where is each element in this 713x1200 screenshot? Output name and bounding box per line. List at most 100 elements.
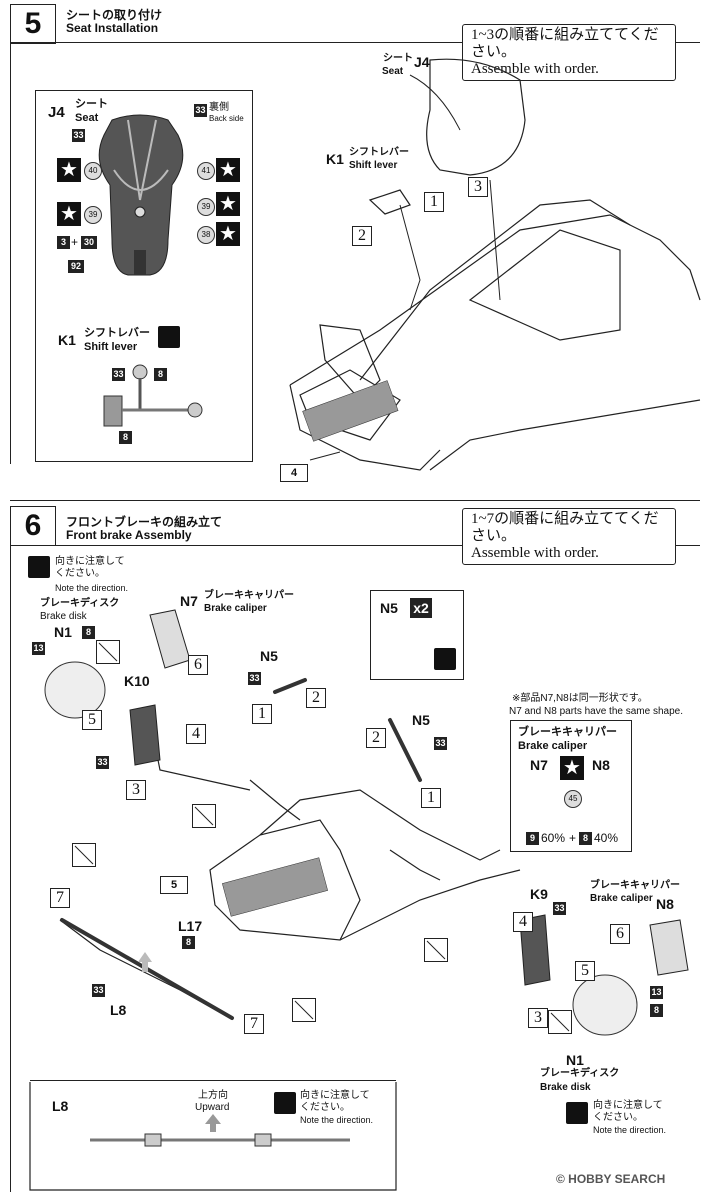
step-6-ref-5: 5 <box>160 876 188 894</box>
n5-right-num: 33 <box>434 737 447 750</box>
step-6-step-1-left: 1 <box>252 704 272 724</box>
caliper-mix-plus: + <box>569 831 577 845</box>
disk-left-en: Brake disk <box>40 611 87 622</box>
seat-num-right-3: 38 <box>197 226 215 244</box>
step-5-step-1: 1 <box>424 192 444 212</box>
caliper-right-en: Brake caliper <box>590 893 653 904</box>
no-cement-right-arm-icon <box>424 938 448 962</box>
seat-mix-plus: + <box>71 235 79 249</box>
bottom-caution-jp: 向きに注意して ください。 <box>593 1100 663 1123</box>
caliper-mix-a: 9 <box>526 832 539 845</box>
step-5-title-jp: シートの取り付け <box>66 8 163 22</box>
k10-num: 33 <box>96 756 109 769</box>
no-cement-left-arm-icon <box>192 804 216 828</box>
step-6-step-5-right: 5 <box>575 961 595 981</box>
step-5-order-en: Assemble with order. <box>471 61 599 77</box>
step-5-divider <box>10 42 700 43</box>
step-6-order-en: Assemble with order. <box>471 545 599 561</box>
caliper-mix-b: 8 <box>579 832 592 845</box>
shift-num-1: 33 <box>112 368 125 381</box>
step-5-left-rule <box>10 42 11 464</box>
caliper-mix-b-pct: 40% <box>594 831 619 845</box>
seat-num-left-1: 33 <box>72 129 85 142</box>
caliper-left-jp: ブレーキキャリパー <box>204 590 294 601</box>
step-5-seat-jp: シート <box>383 53 413 64</box>
no-cement-disk-right-icon <box>548 1010 572 1034</box>
shift-num-3: 8 <box>119 431 132 444</box>
l8-id: L8 <box>110 1002 127 1018</box>
caliper-detail-jp: ブレーキキャリパー <box>518 726 617 738</box>
step-6-step-1-right: 1 <box>421 788 441 808</box>
caliper-detail-num: 45 <box>564 790 582 808</box>
n5-right-id: N5 <box>412 712 430 728</box>
n5-left-id: N5 <box>260 648 278 664</box>
step-6-top-rule <box>10 500 700 501</box>
step-6-caution-jp: 向きに注意して ください。 <box>55 556 125 579</box>
n5-box-mult: x2 <box>410 598 432 618</box>
k9-num: 33 <box>553 902 566 915</box>
step-6-caution-icon <box>28 556 50 578</box>
disk-left-jp: ブレーキディスク <box>40 598 120 609</box>
seat-detail-part-id: J4 <box>48 104 65 121</box>
shift-paint-icon <box>158 326 180 348</box>
shift-detail-part-en: Shift lever <box>84 341 138 353</box>
step-5-seat-id: J4 <box>414 54 430 70</box>
step-5-number: 5 <box>10 4 56 44</box>
caliper-note-jp: ※部品N7,N8は同一形状です。 <box>512 693 648 704</box>
step-5-order-note: 1~3の順番に組み立ててください。 Assemble with order. <box>462 24 676 81</box>
seat-num-left-2: 40 <box>84 162 102 180</box>
disk-left-num-b: 13 <box>32 642 45 655</box>
l8-detail-id: L8 <box>52 1098 69 1114</box>
step-6-step-6-left: 6 <box>188 655 208 675</box>
caliper-left-id: N7 <box>180 593 198 609</box>
step-6-step-2-left: 2 <box>306 688 326 708</box>
step-6-caution-en: Note the direction. <box>55 583 129 593</box>
seat-star-right-1-icon: ★ <box>216 158 240 182</box>
step-6-step-3-left: 3 <box>126 780 146 800</box>
l17-num: 8 <box>182 936 195 949</box>
step-5-step-2: 2 <box>352 226 372 246</box>
disk-right-en: Brake disk <box>540 1082 591 1093</box>
disk-right-num-b: 8 <box>650 1004 663 1017</box>
seat-num-right-2: 39 <box>197 198 215 216</box>
step-6-divider <box>10 545 700 546</box>
step-6-step-6-right: 6 <box>610 924 630 944</box>
step-5-seat-en: Seat <box>382 66 404 77</box>
shift-detail-part-jp: シフトレバー <box>84 327 150 339</box>
step-6-order-note: 1~7の順番に組み立ててください。 Assemble with order. <box>462 508 676 565</box>
n5-box-id: N5 <box>380 600 398 616</box>
l8-num: 33 <box>92 984 105 997</box>
n5-left-num: 33 <box>248 672 261 685</box>
l8-detail-top <box>30 1080 396 1081</box>
l8-detail-up-jp: 上方向 <box>198 1090 228 1101</box>
step-6-title-jp: フロントブレーキの組み立て <box>66 515 223 529</box>
step-5-order-jp: 1~3の順番に組み立ててください。 <box>471 27 659 60</box>
step-6-step-5-left: 5 <box>82 710 102 730</box>
k10-id: K10 <box>124 673 150 689</box>
l8-detail-up-en: Upward <box>195 1102 230 1113</box>
disk-right-id: N1 <box>566 1052 584 1068</box>
caliper-note-en: N7 and N8 parts have the same shape. <box>509 706 683 717</box>
step-6-left-rule <box>10 545 11 1192</box>
l17-id: L17 <box>178 918 203 934</box>
seat-num-bottom: 92 <box>68 260 84 273</box>
step-6-step-4-left: 4 <box>186 724 206 744</box>
step-6-step-2-right: 2 <box>366 728 386 748</box>
seat-back-num: 33 <box>194 104 207 117</box>
step-5-shift-jp: シフトレバー <box>349 147 409 158</box>
caliper-left-en: Brake caliper <box>204 603 267 614</box>
watermark: © HOBBY SEARCH <box>556 1172 666 1186</box>
caliper-detail-right-id: N8 <box>592 757 610 773</box>
no-cement-l8-right-icon <box>292 998 316 1022</box>
seat-mix-a: 3 <box>57 236 70 249</box>
caliper-detail-box <box>510 720 632 852</box>
step-6-order-jp: 1~7の順番に組み立ててください。 <box>471 511 659 544</box>
bottom-caution-en: Note the direction. <box>593 1125 667 1135</box>
caliper-mix-a-pct: 60% <box>541 831 566 845</box>
l8-detail-caution-jp: 向きに注意して ください。 <box>300 1090 370 1113</box>
n5-paint-icon <box>434 648 456 670</box>
seat-back-jp: 裏側 <box>209 102 229 113</box>
